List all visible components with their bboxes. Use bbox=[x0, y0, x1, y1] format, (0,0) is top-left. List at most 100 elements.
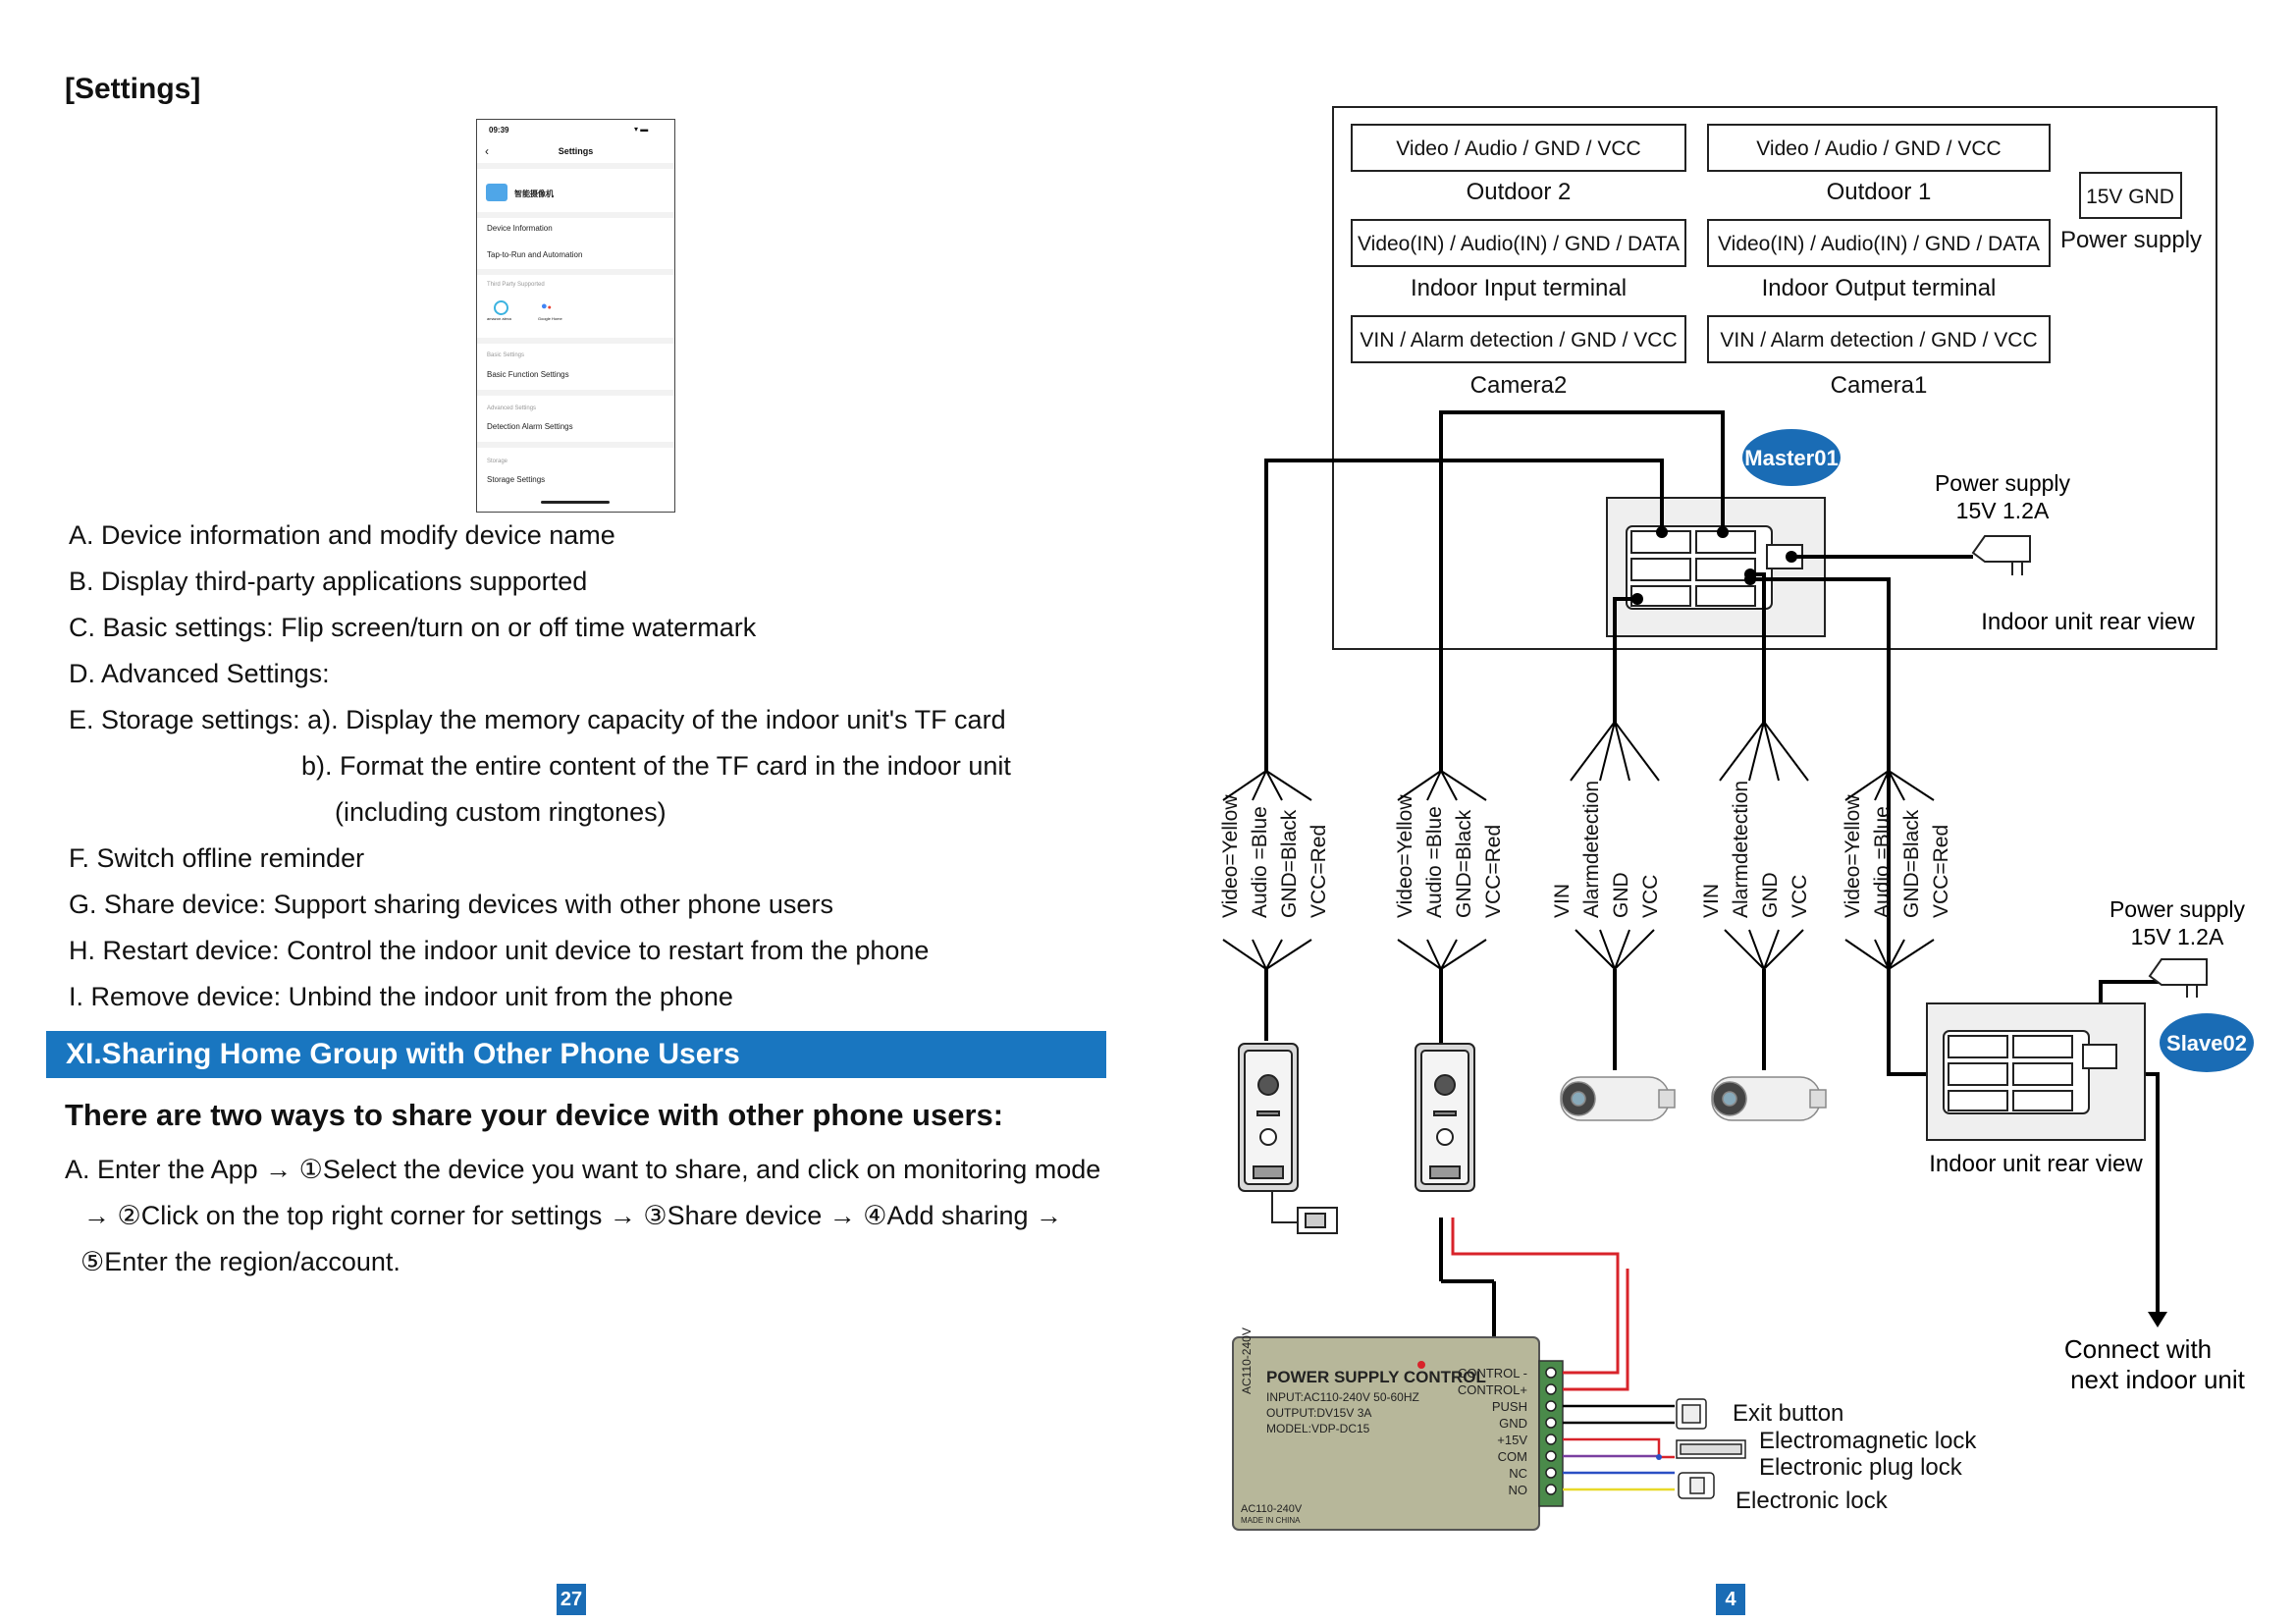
master-badge: Master01 bbox=[1744, 446, 1838, 470]
google-home-label: Google Home bbox=[538, 316, 562, 321]
master-power-adapter bbox=[1971, 535, 2031, 575]
wire-label-alarm: Alarmdetection bbox=[1580, 781, 1603, 918]
outdoor1-box bbox=[1707, 124, 2051, 172]
phone-time: 09:39 bbox=[489, 126, 509, 135]
wire-label-audio: Audio =Blue bbox=[1871, 806, 1894, 918]
list-item: D. Advanced Settings: bbox=[69, 659, 330, 688]
electromagnetic-lock-label: Electromagnetic lock bbox=[1759, 1428, 1977, 1454]
section-banner: XI.Sharing Home Group with Other Phone U… bbox=[46, 1031, 1106, 1078]
electronic-plug-lock-label: Electronic plug lock bbox=[1759, 1454, 1963, 1481]
slave-rear-label: Indoor unit rear view bbox=[1929, 1151, 2143, 1177]
power-label: Power supply bbox=[2060, 227, 2202, 253]
output-box bbox=[1707, 219, 2051, 267]
psu-terminal-screws bbox=[1545, 1367, 1557, 1495]
outdoor-station-2 bbox=[1238, 1043, 1299, 1192]
wire-label-vcc: VCC bbox=[1789, 875, 1811, 918]
slave-power-spec: 15V 1.2A bbox=[2131, 924, 2224, 949]
output-label: Indoor Output terminal bbox=[1762, 275, 1997, 301]
basic-function-settings-row[interactable]: Basic Function Settings bbox=[487, 370, 569, 379]
wire-fans bbox=[1222, 721, 1935, 970]
device-name[interactable]: 智能摄像机 bbox=[514, 189, 554, 198]
list-item: I. Remove device: Unbind the indoor unit… bbox=[69, 982, 733, 1011]
alexa-icon[interactable] bbox=[494, 300, 508, 315]
terminal-label: +15V bbox=[1497, 1433, 1527, 1447]
master-badge-shape bbox=[1742, 429, 1841, 486]
wire-label-vcc: VCC=Red bbox=[1482, 825, 1505, 918]
camera2-pins: VIN / Alarm detection / GND / VCC bbox=[1360, 329, 1677, 352]
outdoor-station-1 bbox=[1415, 1043, 1475, 1192]
google-home-icon[interactable]: ●● bbox=[541, 300, 552, 312]
terminal-label: GND bbox=[1499, 1416, 1527, 1431]
outdoor1-pins: Video / Audio / GND / VCC bbox=[1756, 137, 2001, 160]
red-wire-2 bbox=[1563, 1269, 1629, 1391]
page-number-right: 4 bbox=[1716, 1584, 1745, 1615]
wire-label-vcc: VCC=Red bbox=[1308, 825, 1330, 918]
master-rear-label: Indoor unit rear view bbox=[1981, 609, 2195, 635]
tap-to-run-row[interactable]: Tap-to-Run and Automation bbox=[487, 250, 583, 259]
sharing-subheading: There are two ways to share your device … bbox=[65, 1098, 1004, 1132]
input-label: Indoor Input terminal bbox=[1411, 275, 1627, 301]
wire-label-vcc: VCC bbox=[1639, 875, 1662, 918]
device-information-row[interactable]: Device Information bbox=[487, 224, 553, 233]
storage-label: Storage bbox=[487, 459, 508, 464]
wire-label-gnd: GND=Black bbox=[1453, 809, 1475, 918]
psu-output: OUTPUT:DV15V 3A bbox=[1266, 1406, 1371, 1420]
wire-label-video: Video=Yellow bbox=[1842, 794, 1864, 918]
wire-label-gnd: GND=Black bbox=[1900, 809, 1923, 918]
list-item: C. Basic settings: Flip screen/turn on o… bbox=[69, 613, 757, 642]
settings-description-list: A. Device information and modify device … bbox=[69, 513, 1011, 1020]
wire-label-video: Video=Yellow bbox=[1219, 794, 1242, 918]
camera1-label: Camera1 bbox=[1831, 372, 1928, 399]
power-pins: 15V GND bbox=[2086, 186, 2174, 208]
outdoor2-box bbox=[1351, 124, 1686, 172]
list-item: A. Device information and modify device … bbox=[69, 520, 615, 550]
outdoor1-label: Outdoor 1 bbox=[1827, 179, 1932, 205]
terminal-label: COM bbox=[1498, 1449, 1527, 1464]
input-pins: Video(IN) / Audio(IN) / GND / DATA bbox=[1358, 233, 1680, 255]
terminal-label: NC bbox=[1509, 1466, 1527, 1481]
list-item: b). Format the entire content of the TF … bbox=[301, 751, 1011, 781]
psu-bottom1: AC110-240V bbox=[1241, 1503, 1303, 1515]
camera2-box bbox=[1351, 315, 1686, 363]
master-power-label: Power supply bbox=[1935, 470, 2071, 496]
camera-icon bbox=[486, 184, 507, 201]
red-wire bbox=[1451, 1218, 1620, 1375]
list-item: B. Display third-party applications supp… bbox=[69, 567, 588, 596]
slave-badge-shape bbox=[2160, 1013, 2254, 1072]
detection-alarm-settings-row[interactable]: Detection Alarm Settings bbox=[487, 422, 573, 431]
wire-label-alarm: Alarmdetection bbox=[1730, 781, 1752, 918]
third-party-label: Third Party Supported bbox=[487, 282, 545, 288]
next-unit-line2: next indoor unit bbox=[2070, 1365, 2246, 1394]
plus15-wire bbox=[1563, 1437, 1675, 1459]
door-lock-icon bbox=[1271, 1191, 1338, 1234]
step-line: ⑤Enter the region/account. bbox=[80, 1247, 400, 1276]
sharing-steps: A. Enter the App → ①Select the device yo… bbox=[65, 1147, 1100, 1285]
status-icons: ▾ ▬ bbox=[634, 125, 649, 134]
advanced-settings-label: Advanced Settings bbox=[487, 406, 537, 411]
psu-title: POWER SUPPLY CONTROL bbox=[1266, 1368, 1486, 1386]
list-item: E. Storage settings: a). Display the mem… bbox=[69, 705, 1006, 734]
exit-button-label: Exit button bbox=[1733, 1400, 1843, 1427]
wire-label-audio: Audio =Blue bbox=[1423, 806, 1446, 918]
terminal-label: NO bbox=[1509, 1483, 1528, 1497]
wire-label-video: Video=Yellow bbox=[1394, 794, 1416, 918]
wire-label-gnd: GND=Black bbox=[1278, 809, 1301, 918]
back-icon[interactable]: ‹ bbox=[485, 144, 489, 158]
slave-power-label: Power supply bbox=[2109, 896, 2246, 922]
terminal-panel bbox=[1332, 106, 2217, 650]
camera2-label: Camera2 bbox=[1470, 372, 1568, 399]
electronic-lock-label: Electronic lock bbox=[1735, 1488, 1889, 1514]
junction-dot bbox=[1656, 1454, 1662, 1460]
input-box bbox=[1351, 219, 1686, 267]
step-line: → ②Click on the top right corner for set… bbox=[83, 1201, 1063, 1230]
storage-settings-row[interactable]: Storage Settings bbox=[487, 475, 546, 484]
basic-settings-label: Basic Settings bbox=[487, 352, 525, 358]
power-supply-controller bbox=[1232, 1336, 1564, 1531]
power-box bbox=[2079, 172, 2182, 219]
list-item: H. Restart device: Control the indoor un… bbox=[69, 936, 930, 965]
terminal-label: CONTROL+ bbox=[1458, 1382, 1527, 1397]
list-item: F. Switch offline reminder bbox=[69, 843, 365, 873]
arrow-next-unit bbox=[2148, 1312, 2167, 1327]
outdoor2-pins: Video / Audio / GND / VCC bbox=[1396, 137, 1640, 160]
